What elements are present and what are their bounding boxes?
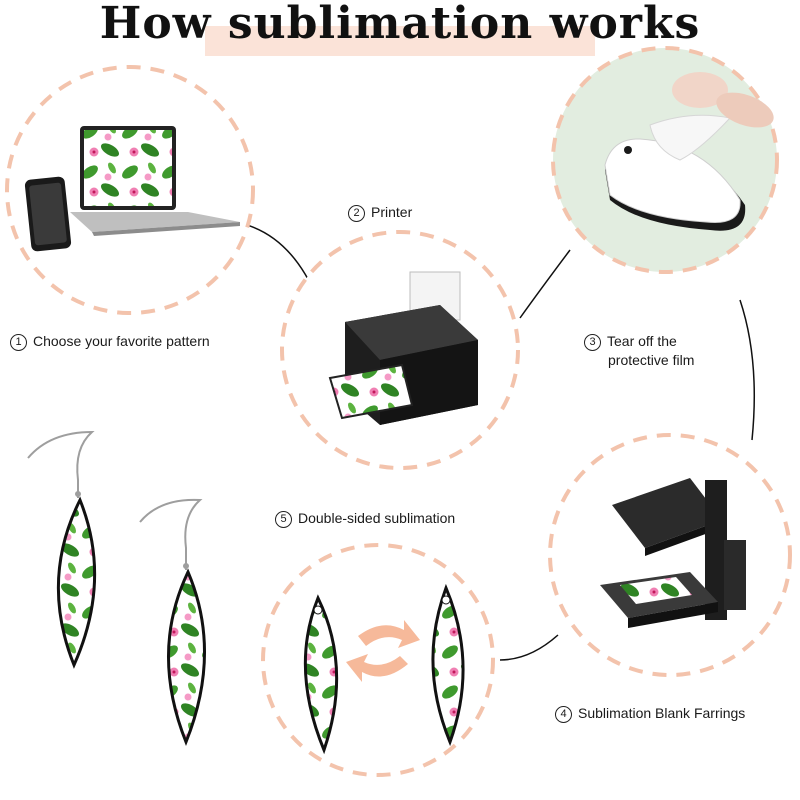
connector-3-4 <box>739 299 755 441</box>
step5-text: Double-sided sublimation <box>298 510 456 526</box>
heat-press-icon <box>600 478 746 628</box>
connector-4-5 <box>499 634 559 661</box>
earring-blank-left <box>303 594 339 755</box>
step2-circle <box>280 230 520 470</box>
step4-text: Sublimation Blank Farrings <box>578 705 746 721</box>
step4-circle <box>548 433 792 677</box>
step3-text-line1: Tear off the <box>607 333 677 349</box>
step3-text-line2: protective film <box>608 352 695 368</box>
step3-circle <box>551 46 779 274</box>
step3-label: 3 Tear off the protective film <box>584 332 694 369</box>
step3-number: 3 <box>584 334 601 351</box>
peeling-film-icon <box>604 72 774 231</box>
earring-blank-right <box>431 583 465 747</box>
step2-text: Printer <box>371 204 413 220</box>
step5-number: 5 <box>275 511 292 528</box>
step1-circle <box>5 65 255 315</box>
step1-number: 1 <box>10 334 27 351</box>
step2-number: 2 <box>348 205 365 222</box>
page-title: How sublimation works <box>99 0 701 49</box>
step4-number: 4 <box>555 706 572 723</box>
swap-arrows-icon <box>346 620 420 682</box>
step5-label: 5 Double-sided sublimation <box>275 509 455 528</box>
step1-text: Choose your favorite pattern <box>33 333 210 349</box>
step5-circle <box>261 543 495 777</box>
laptop-and-phone-icon <box>24 126 240 252</box>
step4-label: 4 Sublimation Blank Farrings <box>555 704 745 723</box>
printer-icon <box>328 271 478 425</box>
connector-2-3 <box>519 249 571 319</box>
step1-label: 1 Choose your favorite pattern <box>10 332 210 351</box>
title-highlight-band <box>205 26 595 56</box>
step2-label: 2 Printer <box>348 203 412 222</box>
